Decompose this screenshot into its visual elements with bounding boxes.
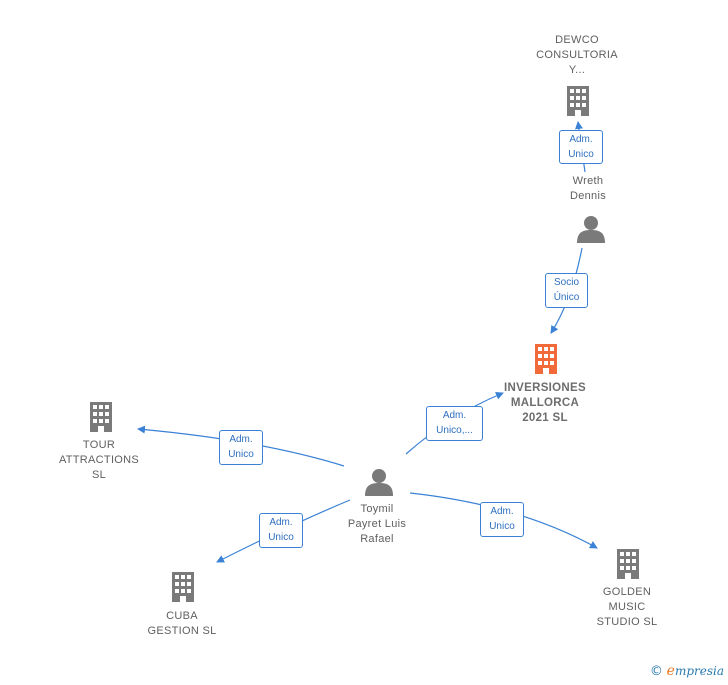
person-icon-toymil[interactable] xyxy=(365,469,393,496)
node-label-dewco[interactable]: DEWCO CONSULTORIA Y... xyxy=(536,34,618,76)
node-label-tour[interactable]: TOUR ATTRACTIONS SL xyxy=(58,439,140,481)
edge-label-wreth-dewco: Adm. Unico xyxy=(559,130,603,164)
node-label-inversiones[interactable]: INVERSIONES MALLORCA 2021 SL xyxy=(504,382,586,424)
building-icon-tour[interactable] xyxy=(90,402,112,432)
building-icon-dewco[interactable] xyxy=(567,86,589,116)
copyright-symbol: © xyxy=(649,664,663,679)
brand-initial: e xyxy=(666,663,675,679)
edge-label-toymil-inversiones: Adm. Unico,... xyxy=(426,406,483,441)
brand-name: mpresia xyxy=(674,664,724,678)
node-label-golden[interactable]: GOLDEN MUSIC STUDIO SL xyxy=(596,586,658,628)
edge-label-toymil-tour: Adm. Unico xyxy=(219,430,263,465)
empresia-brand: © empresia xyxy=(650,663,724,679)
person-icon-wreth[interactable] xyxy=(577,216,605,243)
building-icon-inversiones[interactable] xyxy=(535,344,557,374)
edge-label-toymil-golden: Adm. Unico xyxy=(480,502,524,537)
building-icon-golden[interactable] xyxy=(617,549,639,579)
edge-label-toymil-cuba: Adm. Unico xyxy=(259,513,303,548)
building-icon-cuba[interactable] xyxy=(172,572,194,602)
edge-label-wreth-inversiones: Socio Único xyxy=(545,273,588,308)
node-label-cuba[interactable]: CUBA GESTION SL xyxy=(147,610,217,637)
node-label-wreth[interactable]: Wreth Dennis xyxy=(569,175,607,202)
node-label-toymil[interactable]: Toymil Payret Luis Rafael xyxy=(347,503,407,545)
